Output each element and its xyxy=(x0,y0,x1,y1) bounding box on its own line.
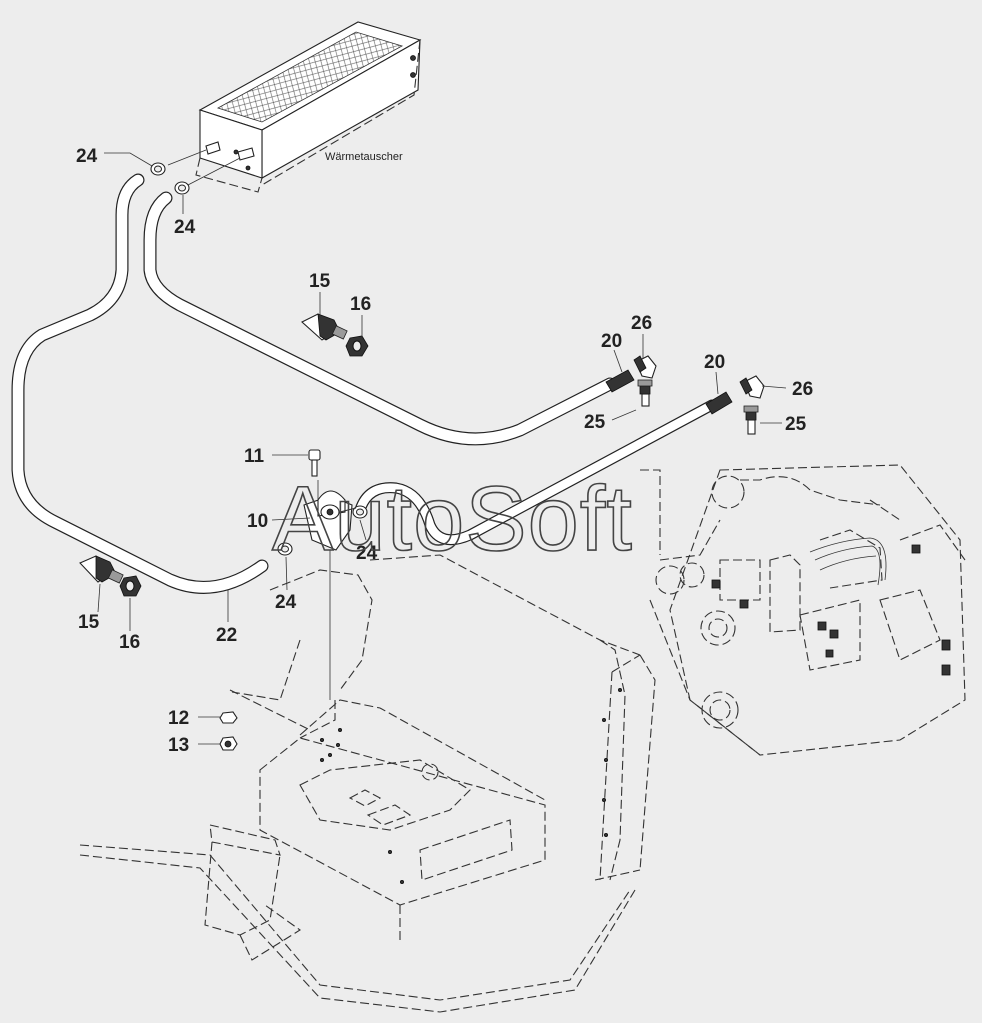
callout-25-left: 25 xyxy=(584,412,606,433)
heat-exchanger xyxy=(167,21,422,193)
callout-22: 22 xyxy=(216,625,237,646)
callout-11: 11 xyxy=(244,446,265,467)
callout-13: 13 xyxy=(168,735,189,756)
callout-25-right: 25 xyxy=(785,414,807,435)
callout-24-bottom: 24 xyxy=(275,592,297,613)
adapter-left xyxy=(637,379,653,407)
bolt xyxy=(308,449,321,477)
callout-20-right: 20 xyxy=(704,352,725,373)
fitting-top xyxy=(301,313,369,357)
fitting-bottom xyxy=(79,555,142,597)
callout-12: 12 xyxy=(168,708,189,729)
watermark: AutoSoft xyxy=(272,468,633,570)
callout-20-left: 20 xyxy=(601,331,622,352)
leader-lines xyxy=(97,152,787,745)
callout-15-bottom: 15 xyxy=(78,612,100,633)
cab-frame xyxy=(79,554,656,1013)
callout-26-left: 26 xyxy=(631,313,652,334)
callout-15-top: 15 xyxy=(309,271,331,292)
elbow-right xyxy=(739,375,765,399)
callout-labels: 24 24 15 16 20 26 25 20 26 25 11 10 24 2… xyxy=(76,146,813,756)
nut-13 xyxy=(219,736,238,751)
callout-24-mid: 24 xyxy=(356,543,378,564)
hose-clamps xyxy=(150,162,368,556)
heat-exchanger-label: Wärmetauscher xyxy=(325,151,403,163)
callout-10: 10 xyxy=(247,511,268,532)
callout-26-right: 26 xyxy=(792,379,813,400)
callout-16-top: 16 xyxy=(350,294,371,315)
callout-24-top-left: 24 xyxy=(76,146,98,167)
heater-hoses xyxy=(11,173,733,594)
adapter-right xyxy=(743,405,759,435)
callout-16-bottom: 16 xyxy=(119,632,140,653)
engine xyxy=(640,464,966,756)
elbow-left xyxy=(633,355,657,379)
valve xyxy=(303,490,357,551)
nut-12 xyxy=(219,711,238,724)
callout-24-top-right: 24 xyxy=(174,217,196,238)
